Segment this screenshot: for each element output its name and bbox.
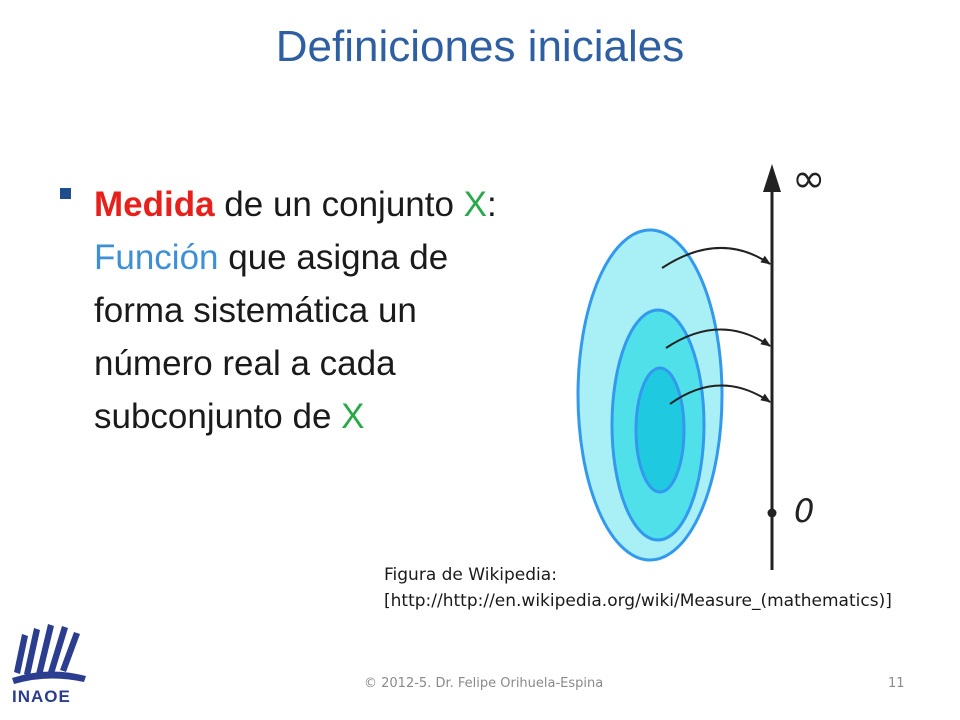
footer-copyright: © 2012-5. Dr. Felipe Orihuela-Espina [364,676,604,691]
set-symbol-x: X [463,185,488,224]
mapping-arrow-outer [661,247,771,269]
zero-point-dot [767,508,777,518]
bullet-text-part-2: : [487,185,497,224]
measure-diagram: ∞ 0 [576,156,825,570]
slide-title: Definiciones iniciales [275,22,685,71]
zero-label: 0 [794,492,814,530]
page-number: 11 [888,676,905,691]
term-funcion: Función [94,238,219,277]
mapping-arrow-inner [669,384,771,405]
mapping-arrow-middle [665,328,771,349]
term-medida: Medida [94,185,215,224]
figure-caption: Figura de Wikipedia: [http://http://en.w… [384,562,892,614]
set-symbol-x-2: X [341,397,365,436]
caption-line-2: [http://http://en.wikipedia.org/wiki/Mea… [384,591,892,611]
square-bullet-icon [60,188,71,199]
bullet-text-part-1: de un conjunto [214,185,464,224]
inaoe-logo: INAOE [12,624,86,706]
infinity-label: ∞ [792,156,825,202]
bullet-text-part-3: que asigna de forma sistemática un númer… [94,238,449,436]
inner-set-ellipse [634,366,686,494]
logo-wordmark: INAOE [12,687,71,706]
bullet-text: Medida de un conjunto X: Función que asi… [94,178,504,443]
caption-line-1: Figura de Wikipedia: [384,565,557,585]
axis-arrow-head-icon [763,164,781,192]
